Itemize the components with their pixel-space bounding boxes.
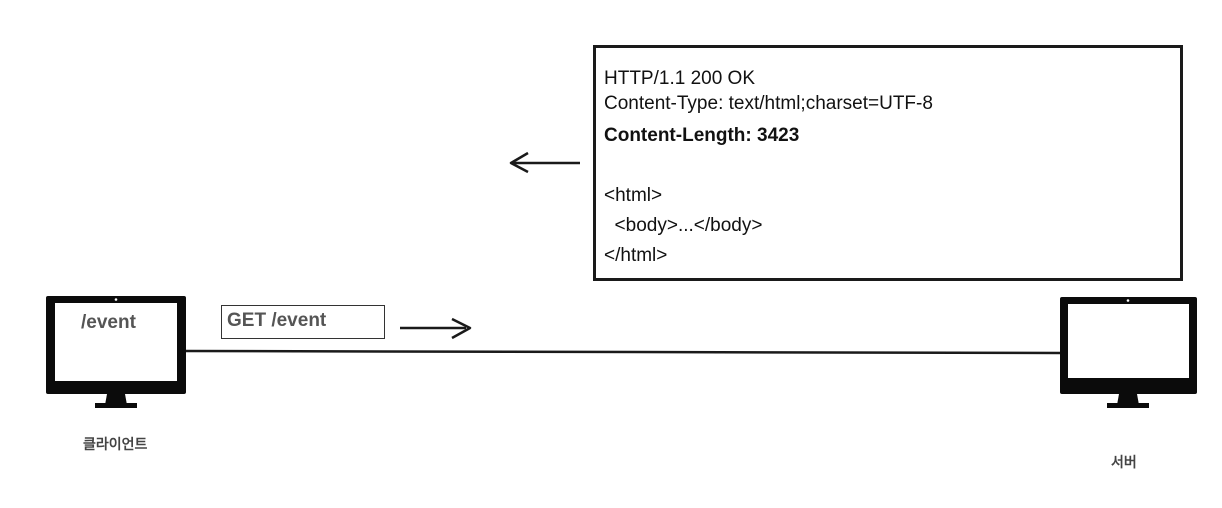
client-monitor-icon [46,296,186,408]
response-header-content-length: Content-Length: 3423 [604,125,800,146]
client-screen-url: /event [81,312,136,333]
response-status-line: HTTP/1.1 200 OK [604,68,756,89]
request-box: GET /event [221,305,385,339]
connection-line [185,349,1063,355]
response-body-html-close: </html> [604,245,668,266]
response-header-content-type: Content-Type: text/html;charset=UTF-8 [604,93,933,114]
response-arrow-icon [509,151,580,174]
server-label: 서버 [1111,454,1137,470]
server-monitor-icon [1060,297,1197,408]
request-label: GET /event [227,310,327,331]
response-body-body: <body>...</body> [604,215,763,236]
request-arrow-icon [400,317,472,340]
response-body-html-open: <html> [604,185,663,206]
response-message-box: HTTP/1.1 200 OK Content-Type: text/html;… [593,45,1183,281]
client-label: 클라이언트 [83,436,148,452]
